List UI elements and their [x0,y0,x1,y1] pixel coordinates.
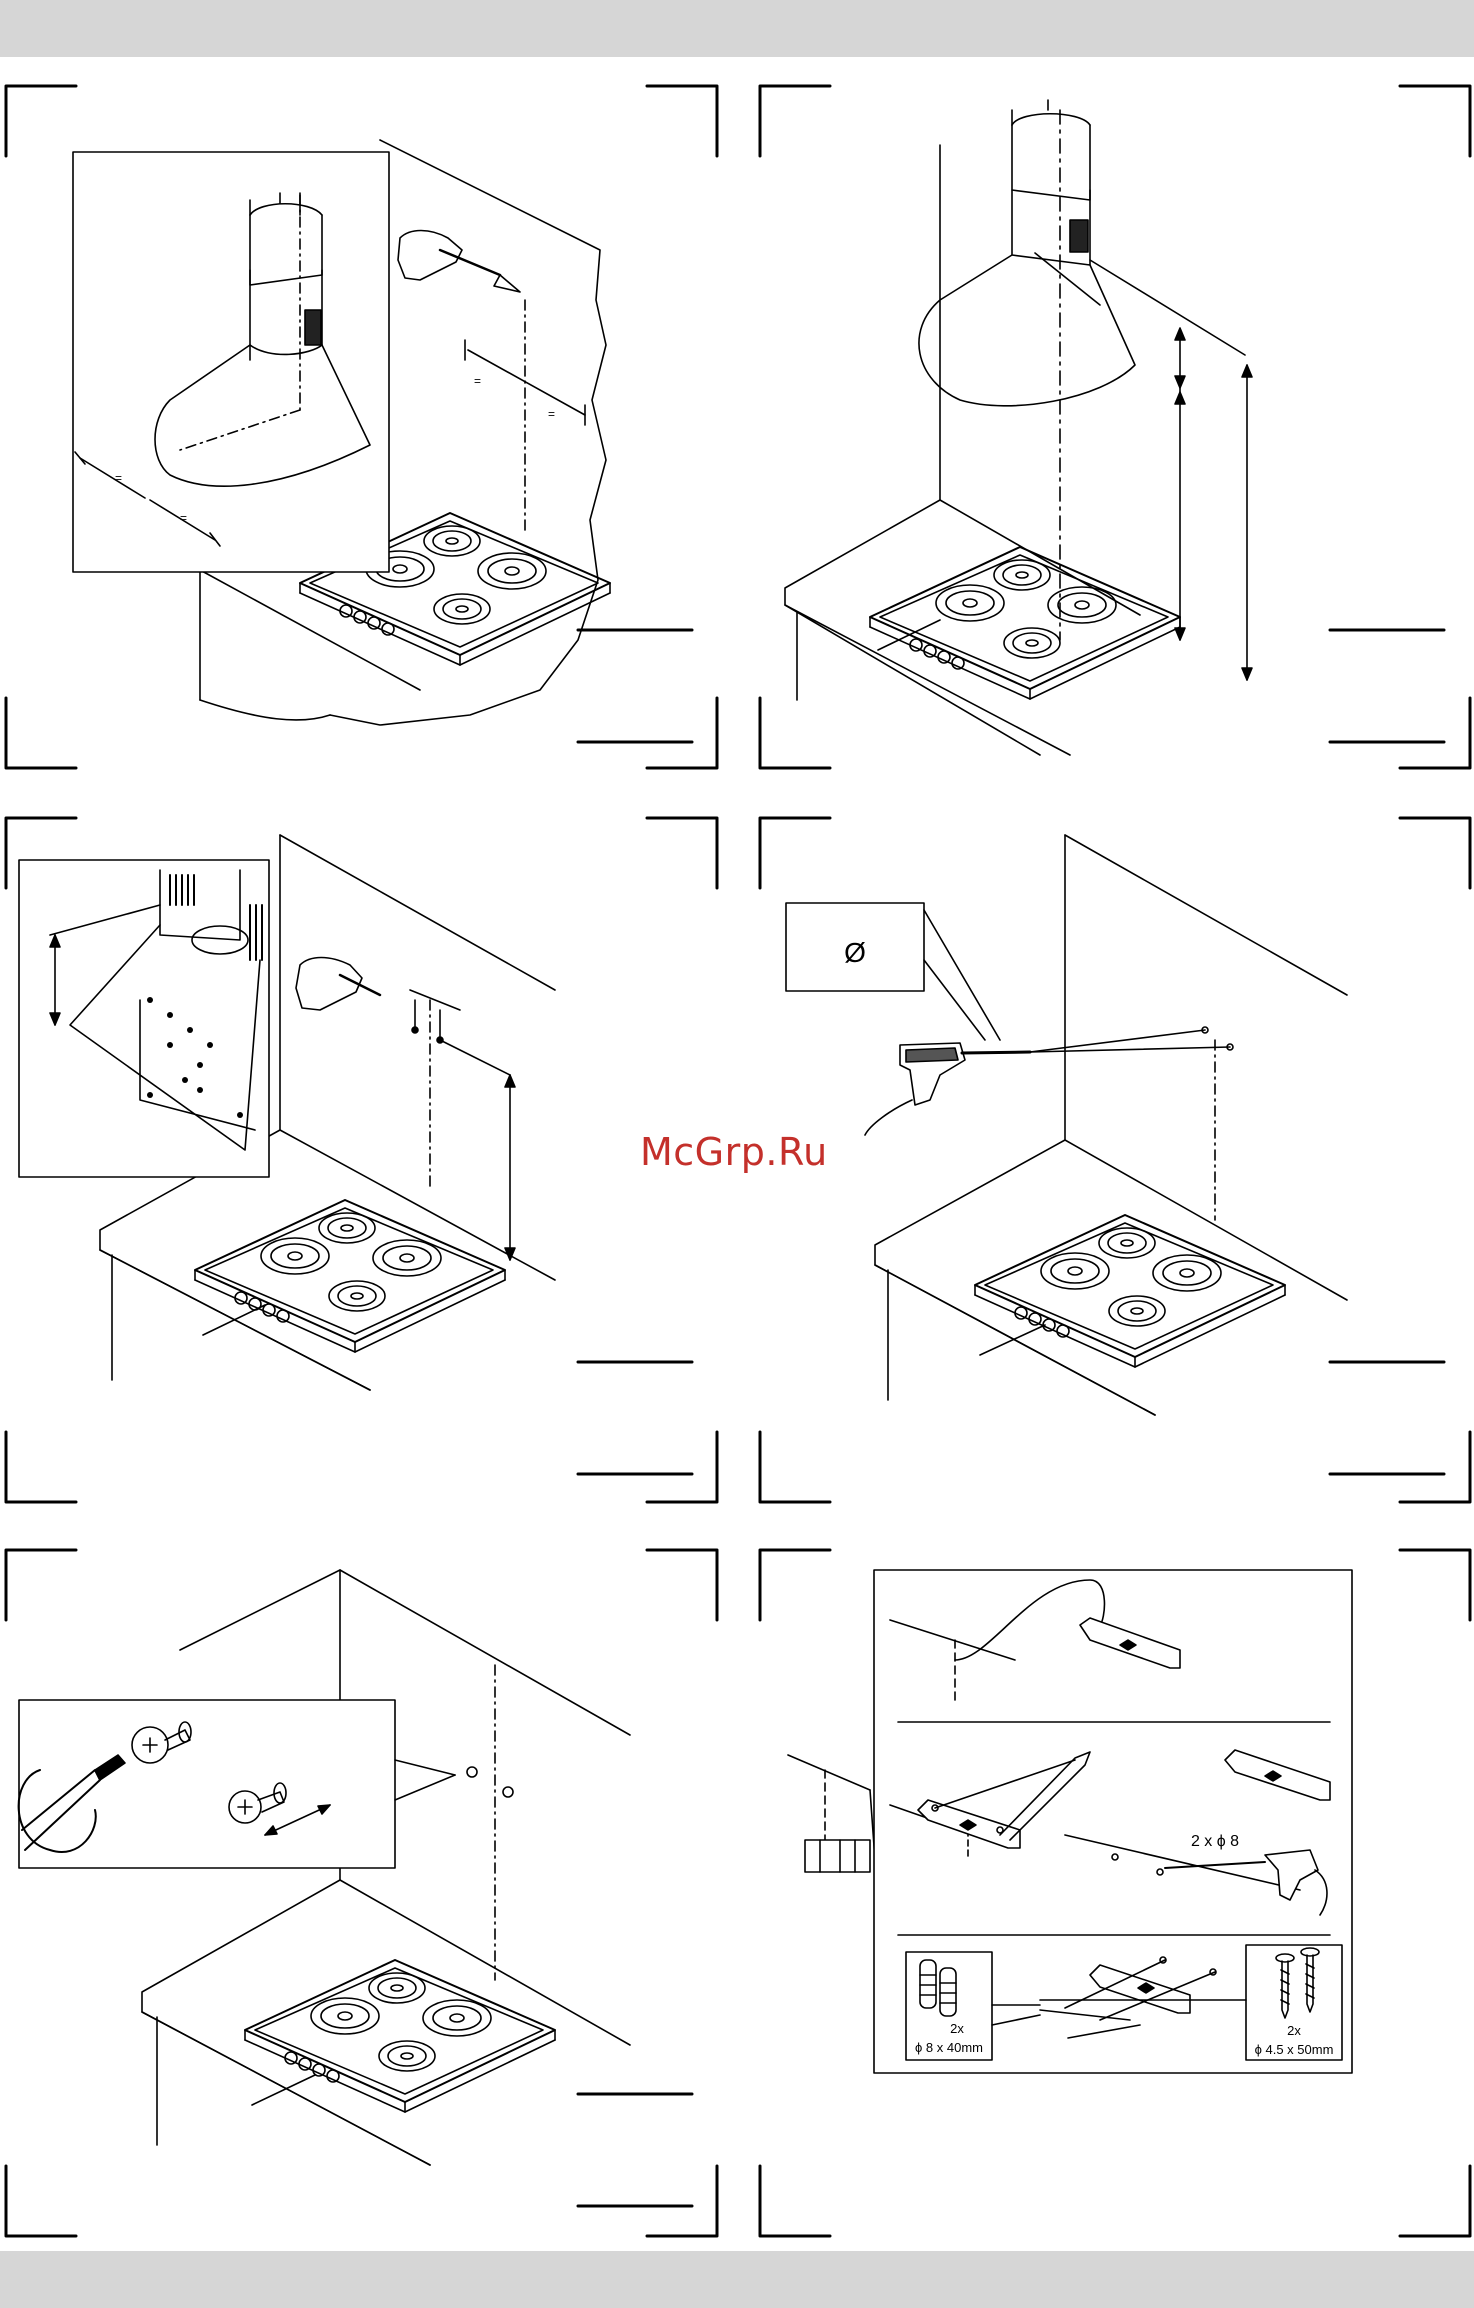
svg-text:=: = [115,471,122,485]
diameter-symbol: Ø [844,937,866,968]
drill-icon [865,1027,1233,1135]
plug-size: ϕ 8 x 40mm [915,2040,983,2055]
panel-3-template-marking [19,835,555,1390]
panel-5-screw-fixing [19,1570,630,2165]
screw-size: ϕ 4.5 x 50mm [1255,2042,1334,2057]
panel-2-height-measurement [785,100,1252,755]
svg-text:=: = [474,374,481,388]
panel-4-drilling: Ø [786,835,1347,1415]
panel-6-bracket-mounting: 2 x ϕ 8 2x ϕ 8 x 40mm 2x [788,1570,1352,2073]
watermark-text: McGrp.Ru [640,1130,828,1174]
panel-1-marking-outline: = = = = [73,140,610,725]
svg-text:=: = [548,407,555,421]
pencil-hand-icon [398,231,520,293]
drill-size-label: 2 x ϕ 8 [1191,1833,1239,1850]
svg-text:=: = [180,511,187,525]
plug-quantity: 2x [950,2021,964,2036]
pencil-hand-icon [296,958,380,1011]
screw-quantity: 2x [1287,2023,1301,2038]
